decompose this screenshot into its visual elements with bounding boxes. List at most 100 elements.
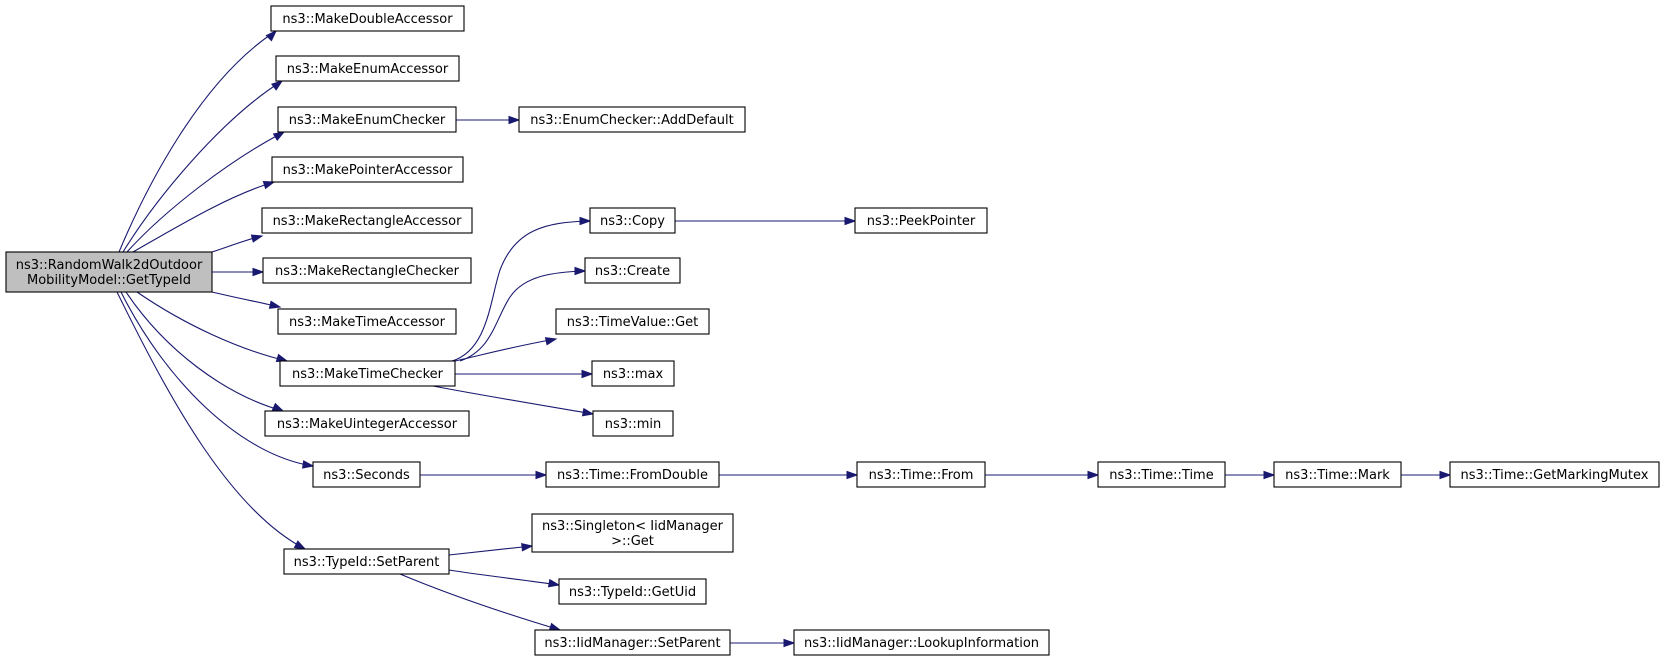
node-copy[interactable]: ns3::Copy: [589, 207, 676, 234]
node-label: ns3::Seconds: [323, 468, 410, 483]
node-label: ns3::TypeId::GetUid: [569, 585, 696, 600]
arrowhead-icon: [846, 470, 859, 480]
node-label: ns3::TypeId::SetParent: [294, 555, 440, 570]
edge-root-to-mrc: [212, 267, 265, 277]
node-root[interactable]: ns3::RandomWalk2dOutdoorMobilityModel::G…: [5, 251, 213, 293]
edge-sec-to-tfd: [420, 470, 548, 480]
node-mrc[interactable]: ns3::MakeRectangleChecker: [262, 257, 472, 284]
edge-root-to-sec: [120, 291, 315, 469]
node-peek[interactable]: ns3::PeekPointer: [854, 207, 988, 234]
node-ecad[interactable]: ns3::EnumChecker::AddDefault: [518, 106, 746, 133]
node-mtc[interactable]: ns3::MakeTimeChecker: [279, 360, 456, 387]
node-label: ns3::MakeRectangleChecker: [275, 264, 460, 279]
node-tfd[interactable]: ns3::Time::FromDouble: [545, 461, 720, 488]
node-label: ns3::Time::FromDouble: [557, 468, 708, 483]
node-label: ns3::IidManager::LookupInformation: [804, 636, 1039, 651]
node-box: [545, 461, 720, 488]
edge-copy-to-peek: [675, 216, 857, 226]
node-box: [312, 461, 421, 488]
node-create[interactable]: ns3::Create: [584, 257, 681, 284]
edge-tsp-to-iidsp: [399, 573, 562, 631]
node-box: [279, 360, 456, 387]
edge-line: [120, 291, 314, 467]
node-min[interactable]: ns3::min: [592, 410, 674, 437]
node-max[interactable]: ns3::max: [591, 360, 675, 387]
node-tvget[interactable]: ns3::TimeValue::Get: [555, 308, 710, 335]
arrowhead-icon: [271, 402, 285, 412]
node-box: [275, 55, 460, 82]
arrowhead-icon: [581, 407, 595, 417]
edge-mtc-to-tvget: [454, 337, 558, 362]
arrowhead-icon: [581, 369, 594, 379]
edge-root-to-tsp: [116, 291, 307, 550]
arrowhead-icon: [535, 470, 548, 480]
node-mea[interactable]: ns3::MakeEnumAccessor: [275, 55, 460, 82]
node-label: ns3::RandomWalk2dOutdoor: [16, 258, 203, 273]
node-box: [584, 257, 681, 284]
node-tmark[interactable]: ns3::Time::Mark: [1273, 461, 1402, 488]
node-mda[interactable]: ns3::MakeDoubleAccessor: [270, 5, 465, 32]
edge-line: [448, 569, 560, 586]
edge-line: [432, 385, 594, 415]
node-label: ns3::IidManager::SetParent: [544, 636, 720, 651]
edge-line: [125, 291, 284, 412]
node-mec[interactable]: ns3::MakeEnumChecker: [277, 106, 457, 133]
edge-root-to-mea: [122, 80, 284, 253]
node-label: ns3::Copy: [600, 214, 665, 229]
node-label: ns3::TimeValue::Get: [567, 315, 699, 330]
node-box: [1273, 461, 1402, 488]
node-getuid[interactable]: ns3::TypeId::GetUid: [558, 578, 707, 605]
edge-root-to-mua: [125, 291, 285, 412]
node-label: ns3::Singleton< IidManager: [542, 519, 724, 534]
nodes-layer: ns3::RandomWalk2dOutdoorMobilityModel::G…: [5, 5, 1660, 656]
node-mua[interactable]: ns3::MakeUintegerAccessor: [264, 410, 470, 437]
edge-line: [118, 30, 277, 253]
node-mpa[interactable]: ns3::MakePointerAccessor: [271, 156, 464, 183]
node-box: [277, 308, 457, 335]
edge-root-to-mtc: [136, 291, 289, 362]
node-box: [591, 360, 675, 387]
arrowhead-icon: [547, 578, 561, 588]
node-mta[interactable]: ns3::MakeTimeAccessor: [277, 308, 457, 335]
edge-root-to-mda: [118, 29, 278, 253]
arrowhead-icon: [844, 216, 857, 226]
edge-line: [451, 220, 591, 362]
edge-root-to-mpa: [132, 181, 276, 253]
arrowhead-icon: [271, 80, 284, 91]
node-box: [264, 410, 470, 437]
edge-root-to-mta: [211, 291, 282, 309]
edge-line: [116, 291, 306, 550]
arrowhead-icon: [579, 216, 592, 226]
node-ttime[interactable]: ns3::Time::Time: [1097, 461, 1226, 488]
node-label: ns3::Time::GetMarkingMutex: [1461, 468, 1649, 483]
arrowhead-icon: [262, 181, 276, 190]
node-tsp[interactable]: ns3::TypeId::SetParent: [283, 548, 450, 575]
edge-tmark-to-tgmm: [1401, 470, 1452, 480]
node-lookup[interactable]: ns3::IidManager::LookupInformation: [793, 629, 1050, 656]
node-label: ns3::MakeRectangleAccessor: [273, 214, 463, 229]
edge-line: [122, 80, 283, 253]
arrowhead-icon: [1087, 470, 1100, 480]
node-sec[interactable]: ns3::Seconds: [312, 461, 421, 488]
node-label: ns3::EnumChecker::AddDefault: [530, 113, 733, 128]
arrowhead-icon: [293, 540, 307, 550]
node-box: [5, 251, 213, 293]
arrowhead-icon: [252, 267, 265, 277]
edge-tfd-to-tfrom: [719, 470, 859, 480]
node-box: [856, 461, 986, 488]
node-mra[interactable]: ns3::MakeRectangleAccessor: [261, 207, 473, 234]
node-label: ns3::Time::Mark: [1285, 468, 1390, 483]
node-box: [277, 106, 457, 133]
node-iidsp[interactable]: ns3::IidManager::SetParent: [534, 629, 731, 656]
node-sing[interactable]: ns3::Singleton< IidManager>::Get: [531, 513, 734, 553]
node-box: [555, 308, 710, 335]
edge-tfrom-to-ttime: [985, 470, 1100, 480]
node-label: ns3::MakePointerAccessor: [283, 163, 453, 178]
node-label: ns3::MakeEnumChecker: [289, 113, 446, 128]
arrowhead-icon: [508, 115, 521, 125]
node-box: [1449, 461, 1660, 488]
node-tgmm[interactable]: ns3::Time::GetMarkingMutex: [1449, 461, 1660, 488]
edge-mtc-to-create: [459, 266, 587, 362]
node-tfrom[interactable]: ns3::Time::From: [856, 461, 986, 488]
